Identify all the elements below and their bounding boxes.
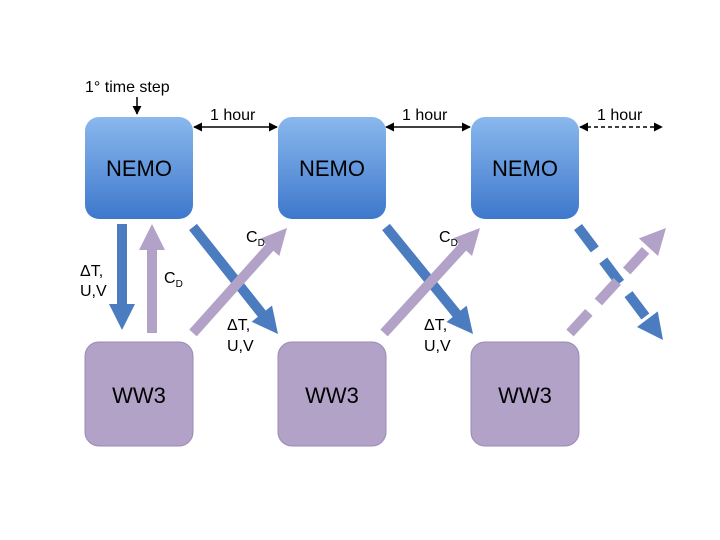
ww3-label-3: WW3 [498, 383, 552, 408]
exchange-label-uv-3: U,V [424, 338, 451, 355]
ww3-label-1: WW3 [112, 383, 166, 408]
exchange-label-uv-1: U,V [80, 283, 107, 300]
nemo-box-1 [85, 117, 193, 219]
ocean-to-wave-arrow-1 [109, 224, 135, 330]
ww3-box-3 [470, 341, 580, 447]
interval-label-2: 1 hour [402, 107, 448, 124]
ww3-label-2: WW3 [305, 383, 359, 408]
exchange-label-cd-3: CD [439, 229, 458, 249]
nemo-label-3: NEMO [492, 156, 558, 181]
ocean-to-wave-arrow-4-dashed [574, 223, 663, 340]
ocean-to-wave-arrow-3 [382, 223, 473, 334]
ww3-box-1 [84, 341, 194, 447]
ocean-to-wave-arrow-2 [189, 223, 278, 334]
interval-label-1: 1 hour [210, 107, 256, 124]
wave-to-ocean-arrow-2 [189, 228, 287, 337]
nemo-label-1: NEMO [106, 156, 172, 181]
wave-to-ocean-arrow-3 [380, 228, 480, 337]
nemo-box-2 [278, 117, 386, 219]
wave-to-ocean-arrow-1 [139, 224, 165, 333]
exchange-label-cd-1: CD [164, 270, 183, 290]
wave-to-ocean-arrow-4-dashed [566, 228, 666, 337]
exchange-label-dt-2: ΔT, [227, 317, 250, 334]
ww3-box-2 [277, 341, 387, 447]
nemo-label-2: NEMO [299, 156, 365, 181]
time-step-label: 1° time step [85, 79, 170, 96]
exchange-label-cd-2: CD [246, 229, 265, 249]
interval-label-3: 1 hour [597, 107, 643, 124]
exchange-label-dt-1: ΔT, [80, 263, 103, 280]
exchange-label-uv-2: U,V [227, 338, 254, 355]
exchange-label-dt-3: ΔT, [424, 317, 447, 334]
nemo-box-3 [471, 117, 579, 219]
exchange-arrows [109, 223, 666, 340]
